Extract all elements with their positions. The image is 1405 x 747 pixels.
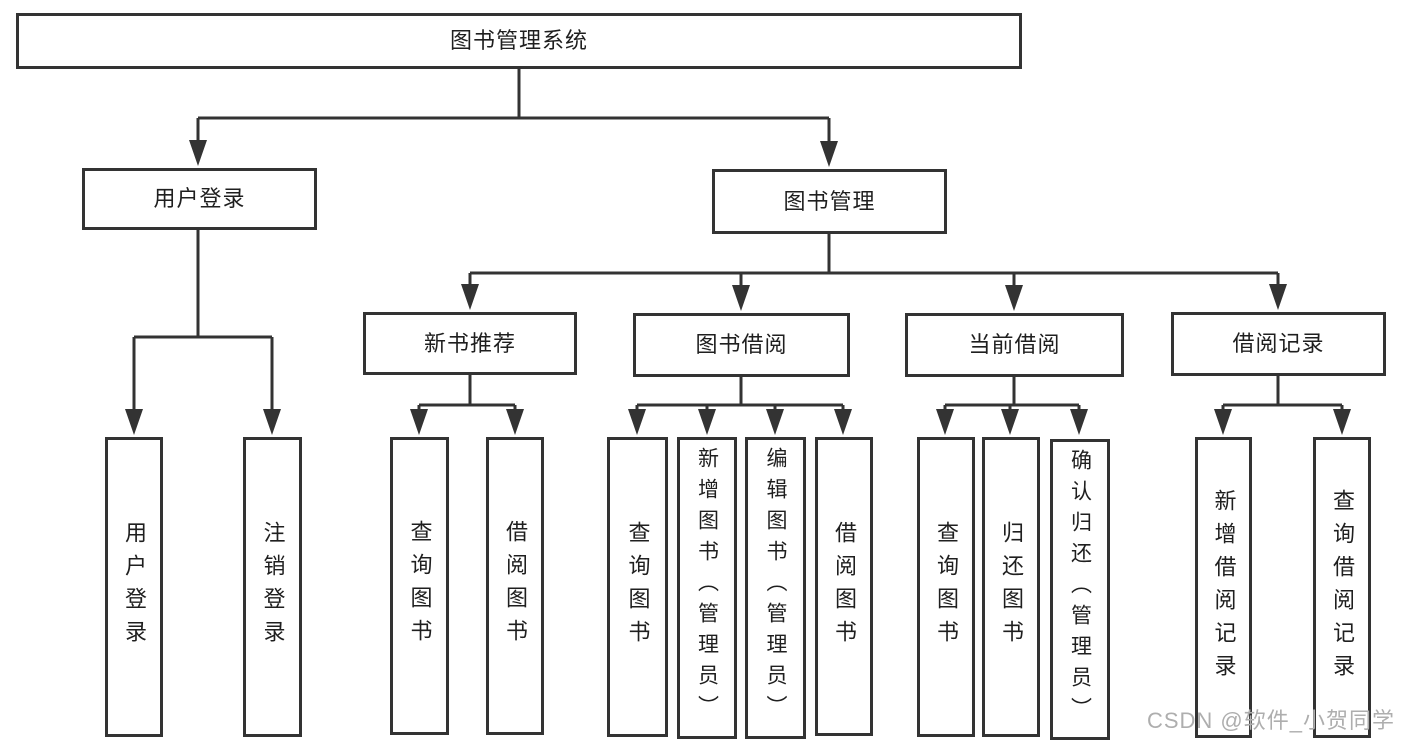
node-root-label: 图书管理系统 bbox=[449, 28, 588, 53]
node-new-book-recommend-label: 新书推荐 bbox=[423, 330, 516, 356]
leaf-logout-label: 注销登录 bbox=[260, 521, 286, 653]
leaf-borrowing-borrow-books-label: 借阅图书 bbox=[832, 520, 857, 653]
arrowheads bbox=[125, 140, 1351, 435]
leaf-newbooks-borrow-books: 借阅图书 bbox=[486, 437, 544, 735]
leaf-borrowing-edit-books-admin: 编辑图书（管理员） bbox=[745, 437, 806, 739]
leaf-logout: 注销登录 bbox=[243, 437, 302, 737]
csdn-watermark: CSDN @软件_小贺同学 bbox=[1146, 708, 1395, 733]
node-book-management-label: 图书管理 bbox=[783, 188, 876, 214]
node-current-borrowing-label: 当前借阅 bbox=[968, 332, 1061, 357]
node-user-login: 用户登录 bbox=[82, 168, 317, 230]
node-root-system: 图书管理系统 bbox=[16, 13, 1022, 69]
leaf-user-login: 用户登录 bbox=[105, 437, 163, 737]
leaf-borrowing-query-books: 查询图书 bbox=[607, 437, 668, 737]
leaf-current-return-books-label: 归还图书 bbox=[999, 521, 1024, 653]
node-new-book-recommend: 新书推荐 bbox=[363, 312, 577, 375]
leaf-borrowing-add-books-admin: 新增图书（管理员） bbox=[677, 437, 737, 739]
leaf-records-add-record: 新增借阅记录 bbox=[1195, 437, 1252, 738]
leaf-current-return-books: 归还图书 bbox=[982, 437, 1040, 737]
node-book-borrowing-label: 图书借阅 bbox=[695, 332, 788, 357]
leaf-borrowing-query-books-label: 查询图书 bbox=[625, 521, 651, 653]
leaf-current-query-books: 查询图书 bbox=[917, 437, 975, 737]
leaf-newbooks-query-books: 查询图书 bbox=[390, 437, 449, 735]
leaf-borrowing-add-books-admin-label: 新增图书（管理员） bbox=[695, 447, 719, 726]
leaf-records-query-record: 查询借阅记录 bbox=[1313, 437, 1371, 738]
leaf-current-confirm-return-admin-label: 确认归还（管理员） bbox=[1068, 449, 1092, 728]
leaf-current-confirm-return-admin: 确认归还（管理员） bbox=[1050, 439, 1110, 740]
node-borrowing-records: 借阅记录 bbox=[1171, 312, 1386, 376]
node-borrowing-records-label: 借阅记录 bbox=[1232, 331, 1325, 356]
node-current-borrowing: 当前借阅 bbox=[905, 313, 1124, 377]
node-book-management: 图书管理 bbox=[712, 169, 947, 234]
leaf-user-login-label: 用户登录 bbox=[122, 521, 147, 653]
node-book-borrowing: 图书借阅 bbox=[633, 313, 850, 377]
node-user-login-label: 用户登录 bbox=[153, 186, 246, 211]
leaf-borrowing-edit-books-admin-label: 编辑图书（管理员） bbox=[764, 447, 787, 726]
leaf-current-query-books-label: 查询图书 bbox=[934, 521, 959, 653]
leaf-borrowing-borrow-books: 借阅图书 bbox=[815, 437, 873, 736]
leaf-records-add-record-label: 新增借阅记录 bbox=[1211, 488, 1237, 687]
leaf-newbooks-borrow-books-label: 借阅图书 bbox=[503, 520, 528, 652]
leaf-newbooks-query-books-label: 查询图书 bbox=[407, 520, 433, 652]
leaf-records-query-record-label: 查询借阅记录 bbox=[1330, 488, 1355, 687]
